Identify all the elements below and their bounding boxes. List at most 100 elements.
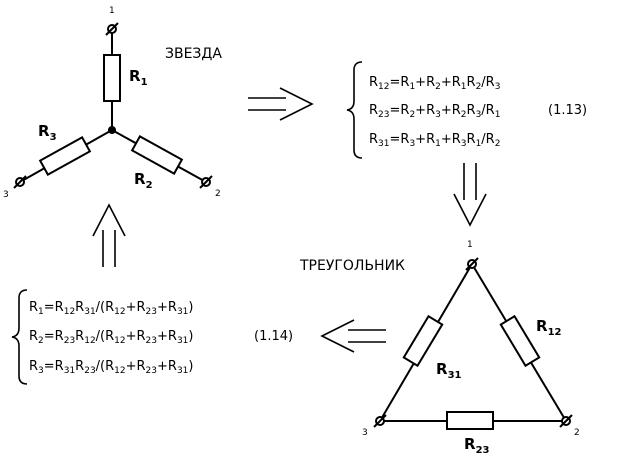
- equation-subscript: 3: [495, 82, 501, 92]
- delta-resistor-r23-label: R23: [464, 435, 490, 456]
- equation-text: =R: [44, 329, 64, 344]
- equation-text: R: [369, 103, 378, 118]
- equation-subscript: 2: [435, 82, 441, 92]
- equation-subscript: 31: [378, 139, 389, 149]
- equation-subscript: 2: [495, 139, 501, 149]
- equation-text: =R: [390, 75, 410, 90]
- equation-subscript: 31: [177, 307, 188, 317]
- equation-text: ): [188, 329, 193, 344]
- delta-resistor-r23-body: [446, 411, 494, 430]
- equation-subscript: 23: [64, 336, 75, 346]
- equation-text: +R: [415, 132, 435, 147]
- equation-r2: R2=R23R12/(R12+R23+R31): [29, 329, 193, 346]
- equation-r3: R3=R31R23/(R12+R23+R31): [29, 359, 193, 376]
- star-circuit: [19, 30, 207, 183]
- equation-text: R: [369, 75, 378, 90]
- equation-subscript: 2: [461, 110, 467, 120]
- arrow-left-icon: [320, 319, 386, 353]
- equation-text: +R: [415, 75, 435, 90]
- equation-subscript: 23: [84, 366, 95, 376]
- delta-terminal-2-symbol: [559, 414, 573, 428]
- equation-subscript: 3: [38, 366, 44, 376]
- equation-text: =R: [44, 359, 64, 374]
- equation-subscript: 12: [114, 336, 125, 346]
- equation-text: R: [467, 132, 476, 147]
- equation-text: +R: [126, 329, 146, 344]
- star-resistor-r2-body: [130, 135, 184, 175]
- star-resistor-r1-label: R1: [129, 67, 148, 88]
- equation-text: R: [29, 329, 38, 344]
- equation-subscript: 23: [146, 366, 157, 376]
- equation-text: +R: [441, 75, 461, 90]
- equation-text: +R: [157, 359, 177, 374]
- equation-subscript: 1: [435, 139, 441, 149]
- equation-text: /R: [481, 103, 494, 118]
- star-terminal-1-symbol: [105, 22, 119, 36]
- star-terminal-2-label: 2: [215, 189, 221, 199]
- equations-1-13-number: (1.13): [548, 103, 587, 118]
- equation-subscript: 3: [409, 139, 415, 149]
- equation-r31: R31=R3+R1+R3R1/R2: [369, 132, 500, 149]
- equation-subscript: 12: [64, 307, 75, 317]
- equation-text: R: [75, 300, 84, 315]
- delta-resistor-r31-body: [402, 314, 444, 368]
- equation-text: /R: [481, 132, 494, 147]
- equation-text: +R: [441, 103, 461, 118]
- equation-text: R: [75, 359, 84, 374]
- equations-1-14-number: (1.14): [254, 329, 293, 344]
- delta-resistor-r31-label: R31: [436, 360, 462, 381]
- equations-1-13: R12=R1+R2+R1R2/R3 R23=R2+R3+R2R3/R1 R31=…: [369, 75, 587, 149]
- equation-text: +R: [157, 329, 177, 344]
- delta-terminal-1-label: 1: [467, 240, 473, 250]
- equation-text: R: [467, 75, 476, 90]
- equation-text: R: [467, 103, 476, 118]
- equation-r23: R23=R2+R3+R2R3/R1: [369, 103, 500, 120]
- equation-subscript: 31: [84, 307, 95, 317]
- arrow-right-icon: [248, 87, 314, 121]
- equation-subscript: 12: [114, 307, 125, 317]
- equation-text: R: [29, 359, 38, 374]
- equation-subscript: 2: [409, 110, 415, 120]
- star-title: ЗВЕЗДА: [165, 46, 222, 62]
- equation-text: +R: [126, 300, 146, 315]
- delta-terminal-1-symbol: [465, 257, 479, 271]
- star-terminal-2-symbol: [199, 175, 213, 189]
- equation-r12: R12=R1+R2+R1R2/R3: [369, 75, 500, 92]
- star-center-node: [108, 126, 116, 134]
- equation-subscript: 23: [378, 110, 389, 120]
- equation-text: ): [188, 359, 193, 374]
- equation-text: R: [29, 300, 38, 315]
- equation-subscript: 2: [476, 82, 482, 92]
- star-resistor-r2-label: R2: [134, 170, 153, 191]
- equation-subscript: 23: [146, 336, 157, 346]
- equations-1-14-brace: [11, 289, 28, 385]
- delta-resistor-r12-body: [499, 314, 541, 368]
- equation-r1: R1=R12R31/(R12+R23+R31): [29, 300, 193, 317]
- equation-text: /(R: [96, 359, 114, 374]
- equation-subscript: 3: [476, 110, 482, 120]
- equation-text: ): [188, 300, 193, 315]
- equation-subscript: 23: [146, 307, 157, 317]
- equations-1-14: R1=R12R31/(R12+R23+R31) R2=R23R12/(R12+R…: [29, 300, 293, 376]
- equation-text: /(R: [96, 329, 114, 344]
- equations-1-13-brace: [346, 61, 363, 159]
- star-resistor-r3-body: [38, 136, 92, 176]
- delta-circuit: [379, 263, 567, 430]
- equation-subscript: 31: [177, 336, 188, 346]
- equation-subscript: 1: [409, 82, 415, 92]
- equation-text: R: [369, 132, 378, 147]
- equation-subscript: 1: [495, 110, 501, 120]
- equation-subscript: 31: [177, 366, 188, 376]
- equation-text: +R: [126, 359, 146, 374]
- equation-subscript: 12: [114, 366, 125, 376]
- equation-text: +R: [441, 132, 461, 147]
- equation-text: +R: [415, 103, 435, 118]
- equation-text: =R: [390, 103, 410, 118]
- equation-subscript: 12: [84, 336, 95, 346]
- arrow-down-icon: [453, 163, 487, 227]
- equation-text: R: [75, 329, 84, 344]
- equation-subscript: 1: [476, 139, 482, 149]
- delta-resistor-r12-label: R12: [536, 317, 562, 338]
- star-resistor-r3-label: R3: [38, 122, 57, 143]
